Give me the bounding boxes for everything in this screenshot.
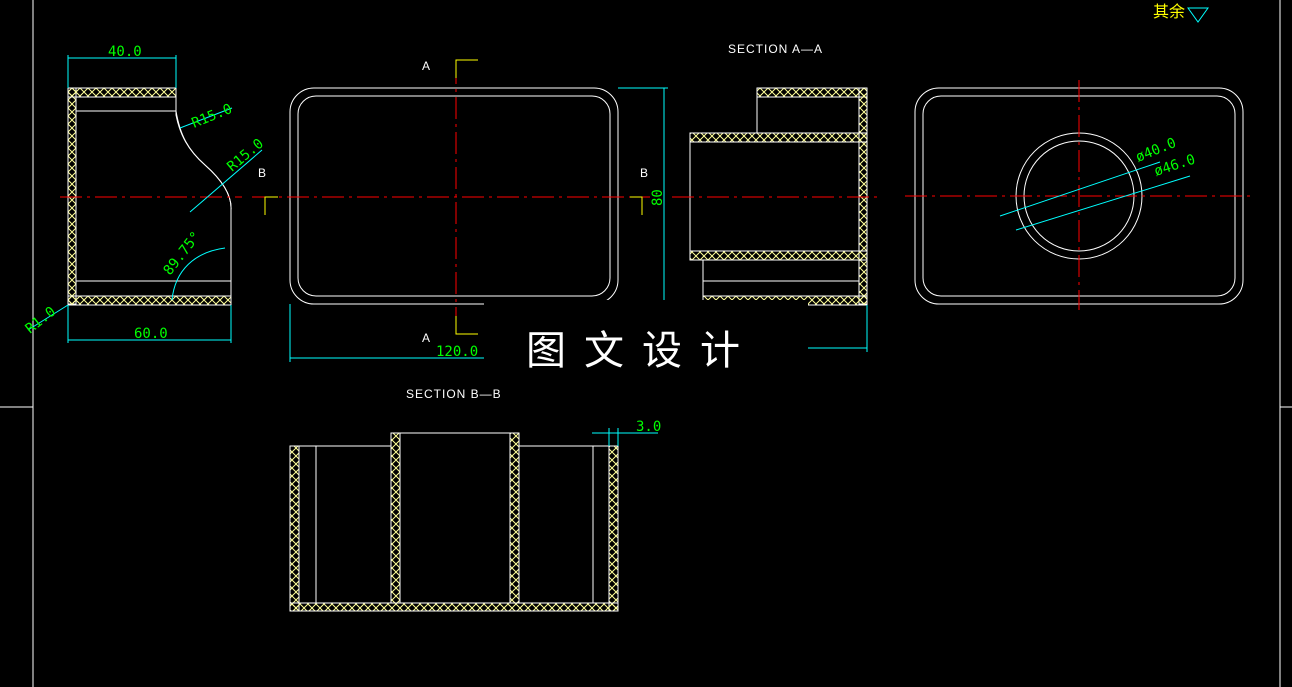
dim-width-40: 40.0 (108, 44, 142, 60)
dim-width-120: 120.0 (436, 344, 478, 360)
dim-width-60: 60.0 (134, 326, 168, 342)
cut-label-a-bottom: A (422, 331, 431, 345)
section-bb-view (289, 432, 619, 612)
dim-radius-1: R1.0 (23, 304, 59, 337)
corner-note: 其余 (1153, 2, 1185, 21)
side-profile-view (60, 87, 242, 306)
dim-wall-3: 3.0 (636, 419, 661, 435)
end-view (905, 80, 1252, 310)
section-bb-dimensions (592, 428, 658, 446)
cut-label-b-left: B (258, 166, 267, 180)
side-profile-dimensions (27, 55, 263, 343)
section-aa-dimensions (808, 305, 868, 352)
end-view-dimensions (999, 161, 1191, 231)
dim-radius-15-a: R15.0 (190, 101, 235, 132)
section-aa-view (672, 87, 880, 306)
surface-finish-icon (1187, 7, 1209, 23)
watermark-backdrop (484, 300, 808, 380)
top-view (252, 62, 650, 334)
cut-label-b-right: B (640, 166, 649, 180)
cut-label-a-top: A (422, 59, 431, 73)
dim-height-80: 80 (650, 189, 666, 206)
section-bb-title: SECTION B—B (406, 387, 502, 401)
section-aa-title: SECTION A—A (728, 42, 823, 56)
watermark: 图文设计 (526, 328, 758, 374)
cut-markers (264, 59, 643, 335)
